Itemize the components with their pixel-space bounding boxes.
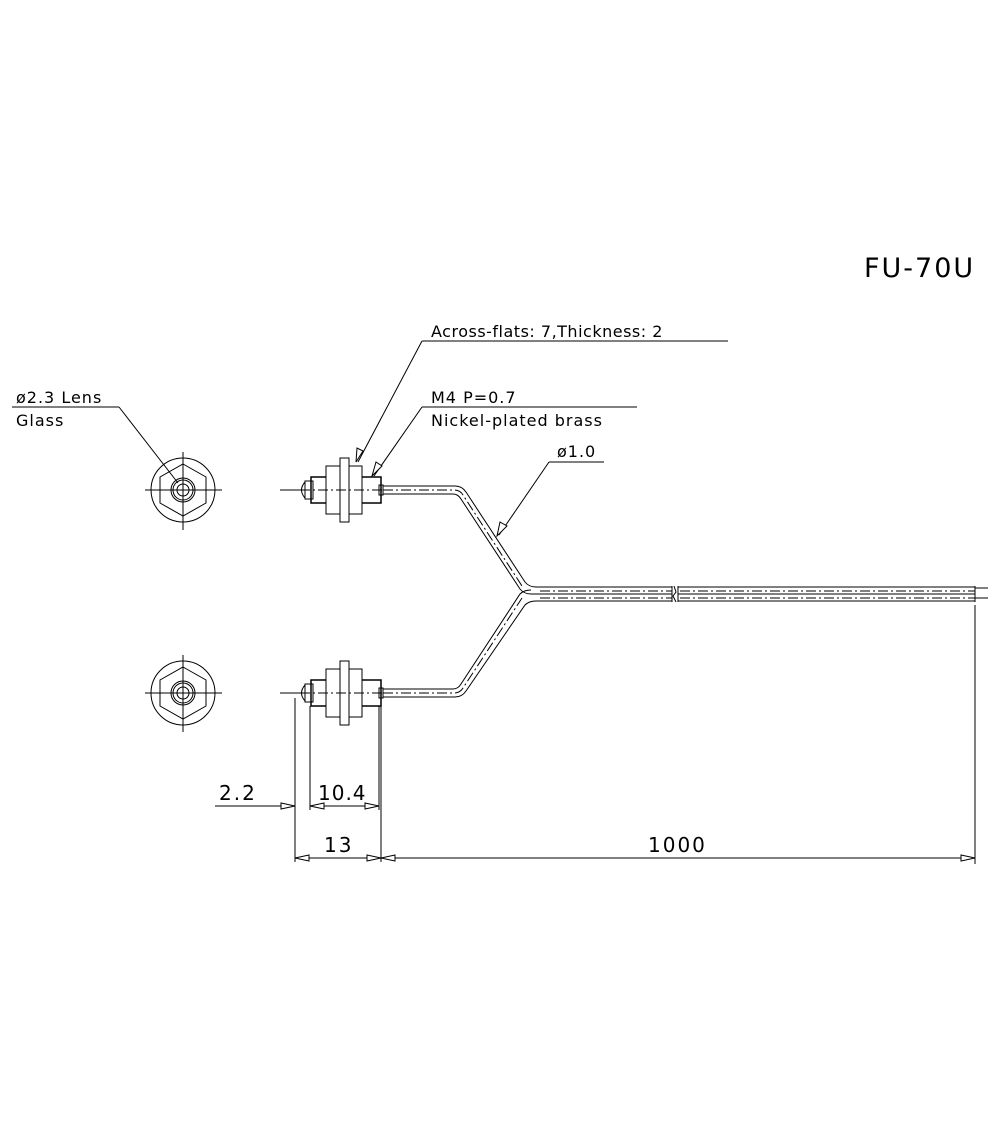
fiber-cable-lower (383, 589, 672, 698)
lens-callout: ø2.3 Lens Glass (12, 388, 179, 484)
fiber-cable-upper (383, 485, 672, 595)
fiber-callout-text: ø1.0 (557, 442, 596, 461)
lens-callout-line1: ø2.3 Lens (16, 388, 102, 407)
front-view-upper-head (145, 452, 222, 530)
lens-callout-line2: Glass (16, 411, 64, 430)
dimension-cable-length: 1000 (380, 833, 976, 862)
nut-callout: Across-flats: 7,Thickness: 2 (355, 322, 728, 463)
dim-lens-tip-value: 2.2 (219, 781, 257, 805)
dim-thread-length-value: 10.4 (318, 781, 367, 805)
thread-callout-line1: M4 P=0.7 (431, 388, 517, 407)
nut-callout-text: Across-flats: 7,Thickness: 2 (431, 322, 663, 341)
dimension-extension-lines (294, 605, 976, 864)
fiber-cable-bundle (531, 585, 988, 603)
fiber-callout: ø1.0 (496, 442, 604, 538)
dim-cable-length-value: 1000 (648, 833, 707, 857)
thread-callout: M4 P=0.7 Nickel-plated brass (370, 388, 637, 478)
dimension-thread-length: 10.4 (309, 781, 380, 810)
side-view-lower-head (280, 660, 384, 726)
front-view-lower-head (145, 655, 222, 732)
dimension-head-length: 13 (294, 833, 382, 862)
model-title: FU-70U (864, 253, 975, 284)
side-view-upper-head (280, 457, 384, 523)
thread-callout-line2: Nickel-plated brass (431, 411, 603, 430)
dimension-lens-tip: 2.2 (215, 781, 296, 810)
dim-head-length-value: 13 (324, 833, 353, 857)
